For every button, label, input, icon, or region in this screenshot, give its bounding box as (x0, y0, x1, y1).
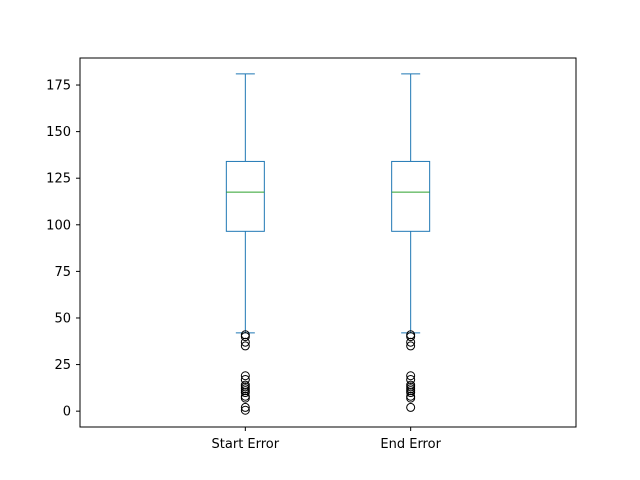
outlier-point (240, 371, 250, 381)
outlier-point (406, 332, 416, 342)
outlier-point (240, 402, 250, 412)
outlier-point (240, 388, 250, 398)
x-axis: Start Error End Error (212, 427, 442, 452)
box-group (391, 73, 431, 412)
outlier-point (406, 388, 416, 398)
outlier-point (240, 337, 250, 347)
outlier-point (406, 341, 416, 351)
x-tick-label: End Error (380, 437, 441, 452)
outlier-point (240, 405, 250, 415)
outlier-point (406, 374, 416, 384)
outlier-point (406, 402, 416, 412)
y-tick-label: 150 (46, 125, 71, 140)
y-tick-label: 50 (54, 311, 71, 326)
outlier-point (240, 393, 250, 403)
y-tick-label: 0 (63, 405, 71, 420)
axes-frame (79, 57, 577, 428)
y-tick-label: 75 (54, 265, 71, 280)
outlier-point (240, 374, 250, 384)
y-tick-label: 100 (46, 218, 71, 233)
y-tick-label: 125 (46, 172, 71, 187)
box-group (225, 73, 265, 415)
outlier-point (406, 393, 416, 403)
y-axis: 0 25 50 75 100 125 150 175 (46, 79, 80, 420)
y-tick-label: 175 (46, 79, 71, 94)
outlier-point (406, 371, 416, 381)
y-tick-label: 25 (54, 358, 71, 373)
box-body (391, 160, 431, 232)
outlier-point (240, 332, 250, 342)
x-tick-label: Start Error (212, 437, 280, 452)
plot-area (225, 73, 431, 415)
outlier-point (240, 341, 250, 351)
box-body (225, 160, 265, 232)
outlier-point (406, 337, 416, 347)
